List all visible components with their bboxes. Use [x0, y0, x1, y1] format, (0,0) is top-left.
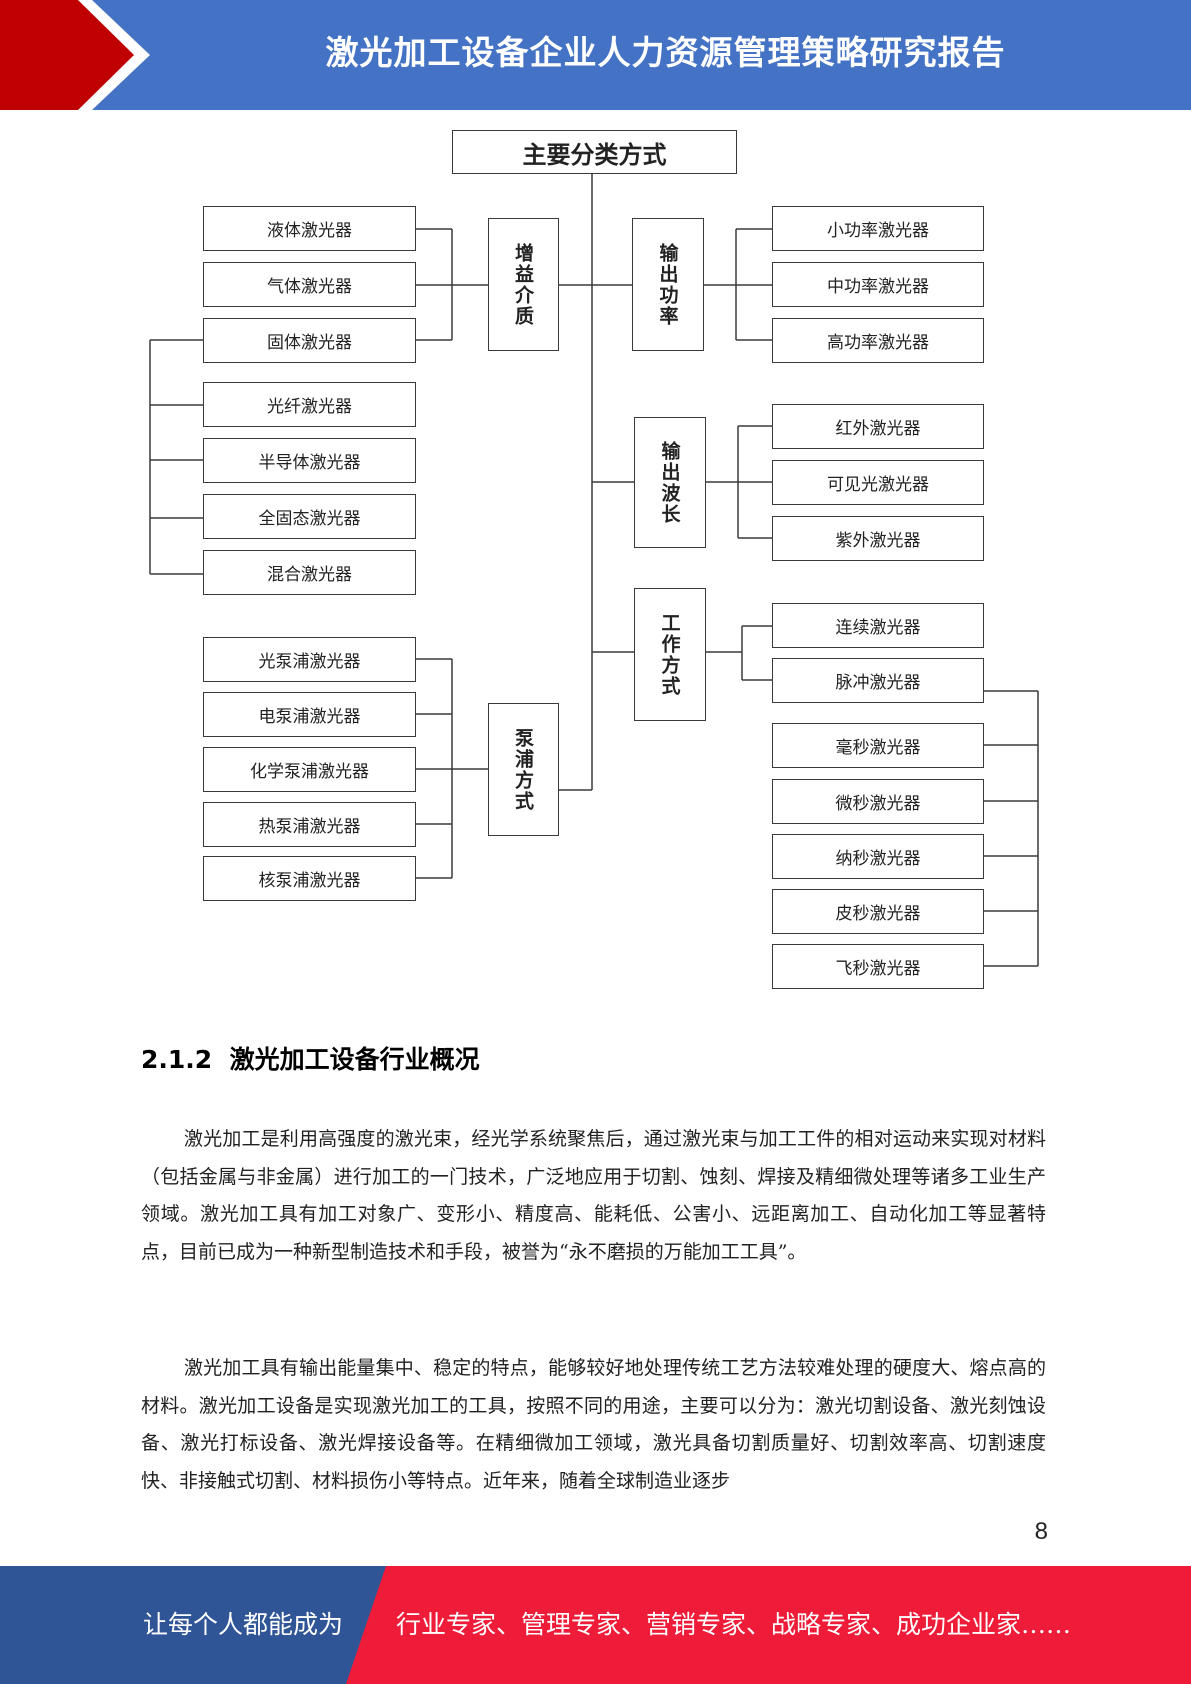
category-gain-medium: 增益介质 [488, 218, 559, 351]
node-liquid-laser: 液体激光器 [203, 206, 416, 251]
footer-background [0, 1566, 1191, 1684]
node-microsecond-laser: 微秒激光器 [772, 779, 984, 824]
page-number: 8 [1034, 1518, 1048, 1545]
node-hybrid-laser: 混合激光器 [203, 550, 416, 595]
page-header: 激光加工设备企业人力资源管理策略研究报告 [0, 0, 1191, 110]
paragraph-1: 激光加工是利用高强度的激光束，经光学系统聚焦后，通过激光束与加工工件的相对运动来… [141, 1128, 1046, 1263]
node-semiconductor-laser: 半导体激光器 [203, 438, 416, 483]
node-low-power-laser: 小功率激光器 [772, 206, 984, 251]
node-pulsed-laser: 脉冲激光器 [772, 658, 984, 703]
section-heading: 2.1.2 激光加工设备行业概况 [141, 1045, 480, 1074]
node-fiber-laser: 光纤激光器 [203, 382, 416, 427]
node-electrical-pumped-laser: 电泵浦激光器 [203, 692, 416, 737]
category-working-mode: 工作方式 [634, 588, 706, 721]
node-nanosecond-laser: 纳秒激光器 [772, 834, 984, 879]
header-arrow-decoration [0, 0, 150, 110]
node-high-power-laser: 高功率激光器 [772, 318, 984, 363]
page-footer: 让每个人都能成为 行业专家、管理专家、营销专家、战略专家、成功企业家…… [0, 1566, 1191, 1684]
category-pumping: 泵浦方式 [488, 703, 559, 836]
footer-slogan-right: 行业专家、管理专家、营销专家、战略专家、成功企业家…… [396, 1610, 1072, 1639]
node-visible-laser: 可见光激光器 [772, 460, 984, 505]
category-output-wavelength: 输出波长 [634, 417, 706, 548]
node-optical-pumped-laser: 光泵浦激光器 [203, 637, 416, 682]
node-thermal-pumped-laser: 热泵浦激光器 [203, 802, 416, 847]
node-femtosecond-laser: 飞秒激光器 [772, 944, 984, 989]
node-infrared-laser: 红外激光器 [772, 404, 984, 449]
node-nuclear-pumped-laser: 核泵浦激光器 [203, 856, 416, 901]
diagram-root: 主要分类方式 [452, 130, 737, 174]
category-output-power: 输出功率 [632, 218, 704, 351]
node-gas-laser: 气体激光器 [203, 262, 416, 307]
node-ultraviolet-laser: 紫外激光器 [772, 516, 984, 561]
paragraph-2: 激光加工具有输出能量集中、稳定的特点，能够较好地处理传统工艺方法较难处理的硬度大… [141, 1357, 1046, 1492]
node-medium-power-laser: 中功率激光器 [772, 262, 984, 307]
node-all-solid-state-laser: 全固态激光器 [203, 494, 416, 539]
node-picosecond-laser: 皮秒激光器 [772, 889, 984, 934]
footer-slogan-left: 让每个人都能成为 [143, 1610, 344, 1639]
node-continuous-laser: 连续激光器 [772, 603, 984, 648]
node-chemical-pumped-laser: 化学泵浦激光器 [203, 747, 416, 792]
header-title: 激光加工设备企业人力资源管理策略研究报告 [325, 33, 1006, 72]
diagram-connectors [149, 162, 1039, 967]
node-solid-laser: 固体激光器 [203, 318, 416, 363]
laser-classification-diagram: 主要分类方式 增益介质 液体激光器 气体激光器 固体激光器 光纤激光器 半导体激… [0, 120, 1191, 1000]
node-millisecond-laser: 毫秒激光器 [772, 723, 984, 768]
